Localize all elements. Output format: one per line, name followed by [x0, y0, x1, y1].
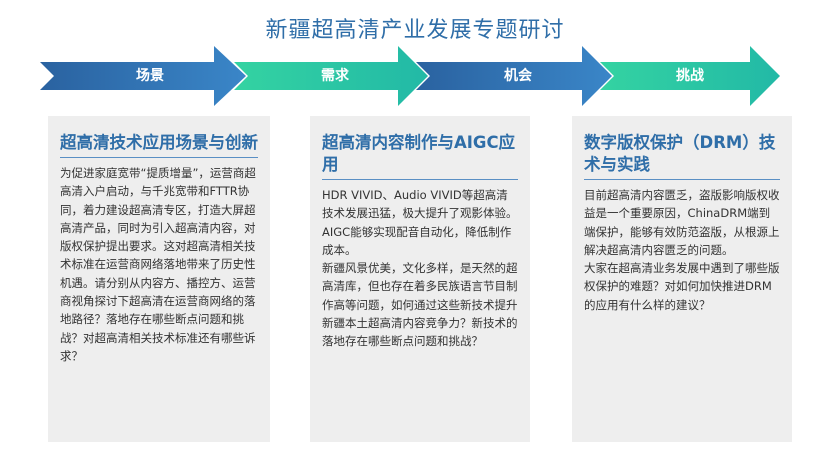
card-demand-text-1: HDR VIVID、Audio VIVID等超高清技术发展迅猛，极大提升了观影体… [322, 188, 518, 257]
card-scene: 超高清技术应用场景与创新 为促进家庭宽带“提质增量”，运营商超高清入户启动，与千… [48, 116, 270, 442]
card-demand-text-2: 新疆风景优美，文化多样，是天然的超高清库，但也存在着多民族语言节目制作高等问题，… [322, 261, 518, 349]
card-challenge-text-2: 大家在超高清业务发展中遇到了哪些版权保护的难题？对如何加快推进DRM的应用有什么… [584, 261, 780, 312]
card-scene-heading: 超高清技术应用场景与创新 [60, 132, 258, 158]
card-demand-heading: 超高清内容制作与AIGC应用 [322, 132, 518, 180]
card-scene-text: 为促进家庭宽带“提质增量”，运营商超高清入户启动，与千兆宽带和FTTR协同，着力… [60, 166, 256, 363]
stage-label-opportunity: 机会 [504, 68, 532, 84]
card-challenge-text-1: 目前超高清内容匮乏，盗版影响版权收益是一个重要原因，ChinaDRM端到端保护，… [584, 188, 780, 257]
stage-label-challenge: 挑战 [676, 68, 704, 84]
stage-label-scene: 场景 [136, 68, 164, 84]
page-title: 新疆超高清产业发展专题研讨 [265, 18, 565, 43]
card-challenge: 数字版权保护（DRM）技术与实践 目前超高清内容匮乏，盗版影响版权收益是一个重要… [572, 116, 792, 442]
card-challenge-heading: 数字版权保护（DRM）技术与实践 [584, 132, 780, 180]
stage-label-demand: 需求 [321, 68, 349, 84]
card-demand: 超高清内容制作与AIGC应用 HDR VIVID、Audio VIVID等超高清… [310, 116, 530, 442]
